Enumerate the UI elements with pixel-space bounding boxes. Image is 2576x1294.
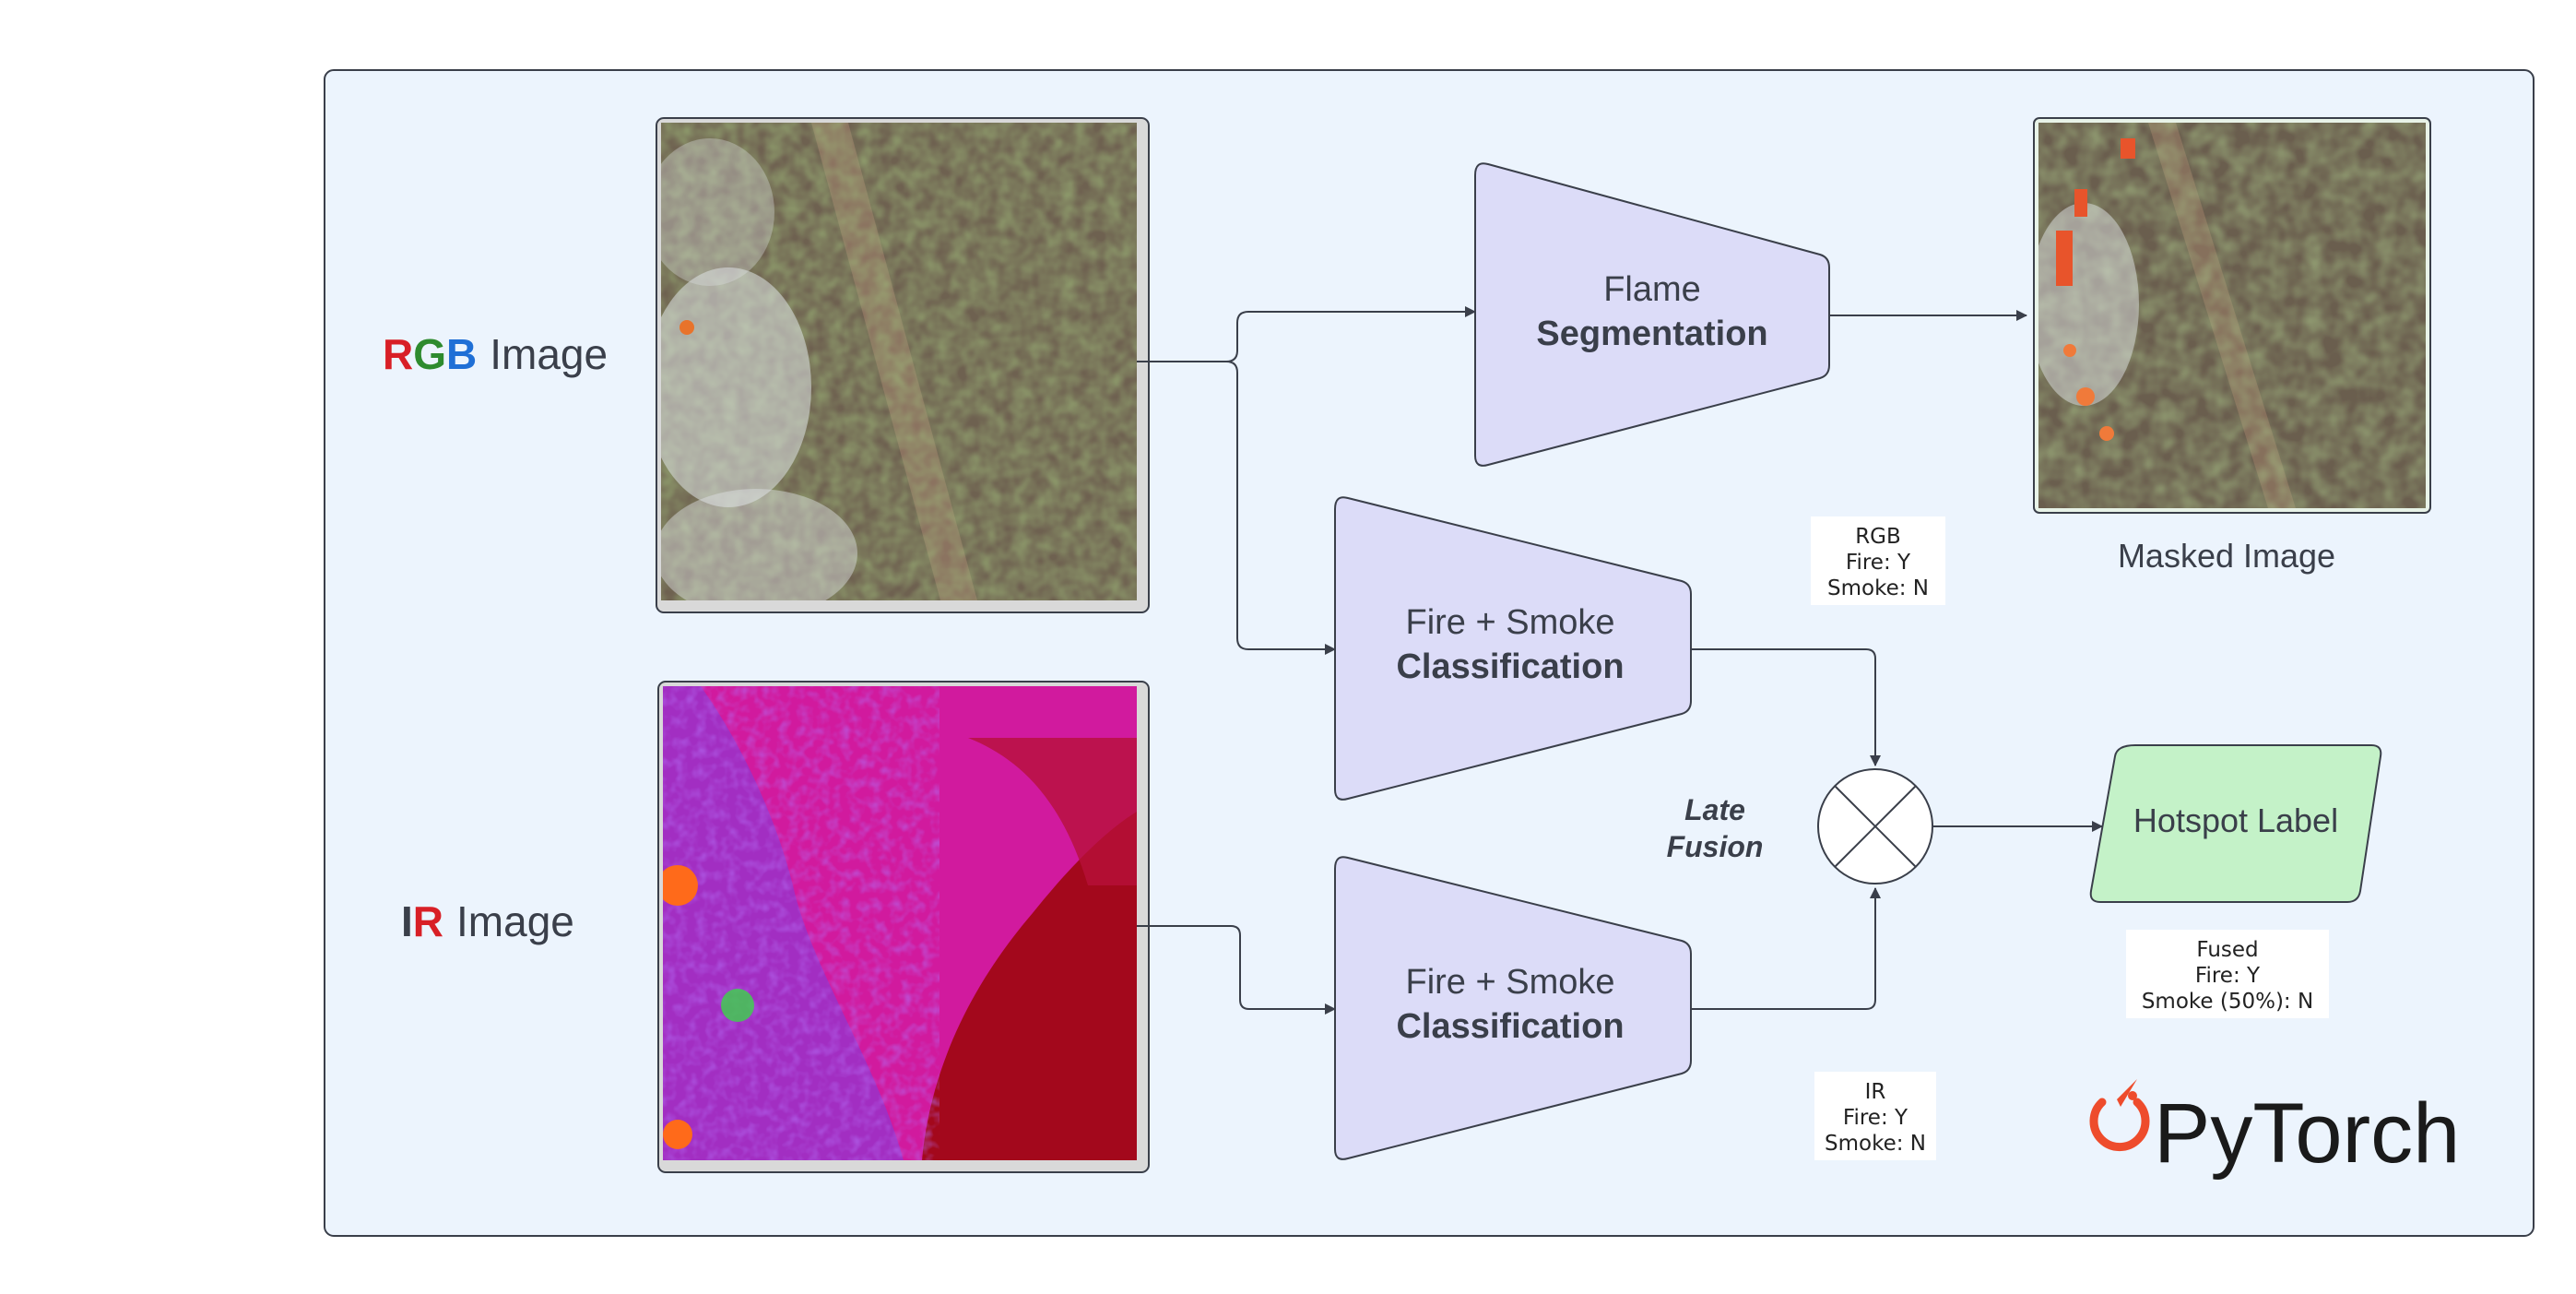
svg-text:Classification: Classification [1396,647,1624,686]
pytorch-logo: PyTorch [2089,1079,2460,1181]
rgb-label-suffix: Image [490,330,608,378]
ir-input-image [657,681,1150,1173]
svg-text:Fire + Smoke: Fire + Smoke [1405,603,1614,642]
svg-text:Classification: Classification [1396,1007,1624,1046]
ir-result-note: IR Fire: Y Smoke: N [1814,1072,1936,1160]
svg-text:PyTorch: PyTorch [2154,1086,2460,1181]
ir-image-label: IR Image [401,897,574,945]
connectors [1137,306,2103,1015]
svg-text:RGB: RGB [1855,525,1901,549]
svg-text:Flame: Flame [1603,270,1701,309]
fused-result-note: Fused Fire: Y Smoke (50%): N [2126,930,2329,1018]
ir-label-suffix: Image [456,897,574,945]
svg-text:Fire: Y: Fire: Y [1846,551,1911,575]
connector-ir-class-to-fusion [1691,887,1881,1010]
ir-letter-r: R [413,897,443,945]
rgb-letter-g: G [413,330,446,378]
svg-text:Hotspot Label: Hotspot Label [2133,801,2338,839]
connector-rgb-to-segmentation [1137,306,1476,362]
connector-ir-to-classification [1137,925,1336,1015]
rgb-letter-r: R [383,330,413,378]
svg-text:Fusion: Fusion [1667,830,1764,863]
svg-text:Smoke: N: Smoke: N [1827,576,1929,600]
svg-text:Fused: Fused [2196,938,2258,962]
svg-text:Fire: Y: Fire: Y [1843,1106,1908,1130]
svg-text:IR: IR [1865,1080,1886,1104]
svg-text:Smoke: N: Smoke: N [1825,1132,1926,1156]
connector-rgb-class-to-fusion [1691,648,1881,766]
rgb-input-image [656,117,1150,613]
flame-segmentation-block: Flame Segmentation [1474,162,1830,467]
rgb-letter-b: B [446,330,477,378]
rgb-result-note: RGB Fire: Y Smoke: N [1811,516,1945,605]
pytorch-flame-icon [2089,1079,2150,1151]
masked-output-image [2033,117,2431,514]
rgb-classification-block: Fire + Smoke Classification [1334,496,1692,801]
circle-x-icon [1817,768,1933,884]
svg-text:Segmentation: Segmentation [1536,315,1767,353]
late-fusion-label: Late Fusion [1667,793,1764,863]
ir-classification-block: Fire + Smoke Classification [1334,856,1692,1160]
connector-rgb-to-classification [1225,361,1336,655]
rgb-image-label: RGB Image [383,330,608,378]
svg-text:Smoke (50%): N: Smoke (50%): N [2142,990,2313,1014]
hotspot-label-block: Hotspot Label [2089,744,2382,903]
masked-image-label: Masked Image [2118,537,2335,575]
ir-letter-i: I [401,897,413,945]
svg-text:Late: Late [1684,793,1745,826]
svg-text:Fire: Y: Fire: Y [2195,964,2261,988]
svg-text:Fire + Smoke: Fire + Smoke [1405,963,1614,1002]
